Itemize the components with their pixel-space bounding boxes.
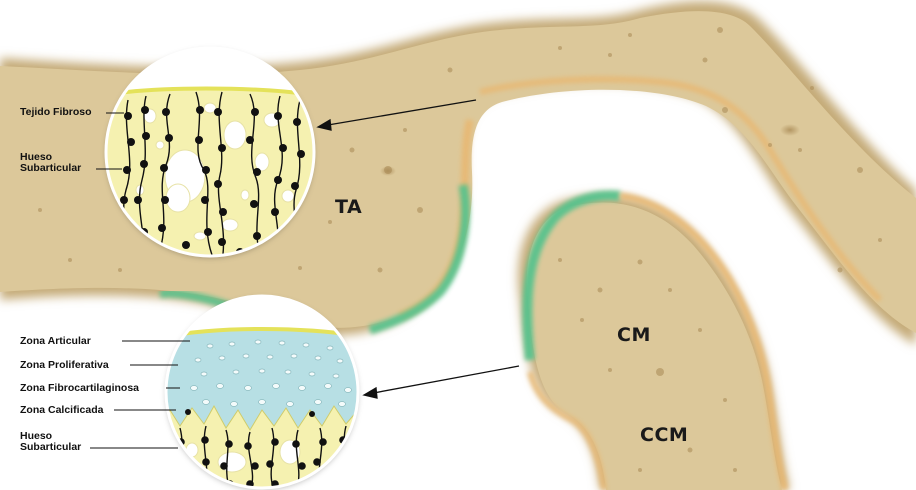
condyle-region-label: CM	[617, 324, 651, 346]
bottom-pointer-arrow	[364, 366, 519, 398]
bottom-inset-label: Hueso Subarticular	[20, 431, 81, 453]
temporal-region-label: TA	[335, 196, 362, 218]
bottom-inset-label: Zona Fibrocartilaginosa	[20, 383, 139, 394]
top-inset-label: Tejido Fibroso	[20, 107, 92, 118]
bottom-inset-label: Zona Articular	[20, 336, 91, 347]
bottom-inset-label: Zona Calcificada	[20, 405, 103, 416]
top-inset-label: Hueso Subarticular	[20, 152, 81, 174]
condyle-neck-region-label: CCM	[640, 424, 688, 446]
bottom-inset-label: Zona Proliferativa	[20, 360, 109, 371]
